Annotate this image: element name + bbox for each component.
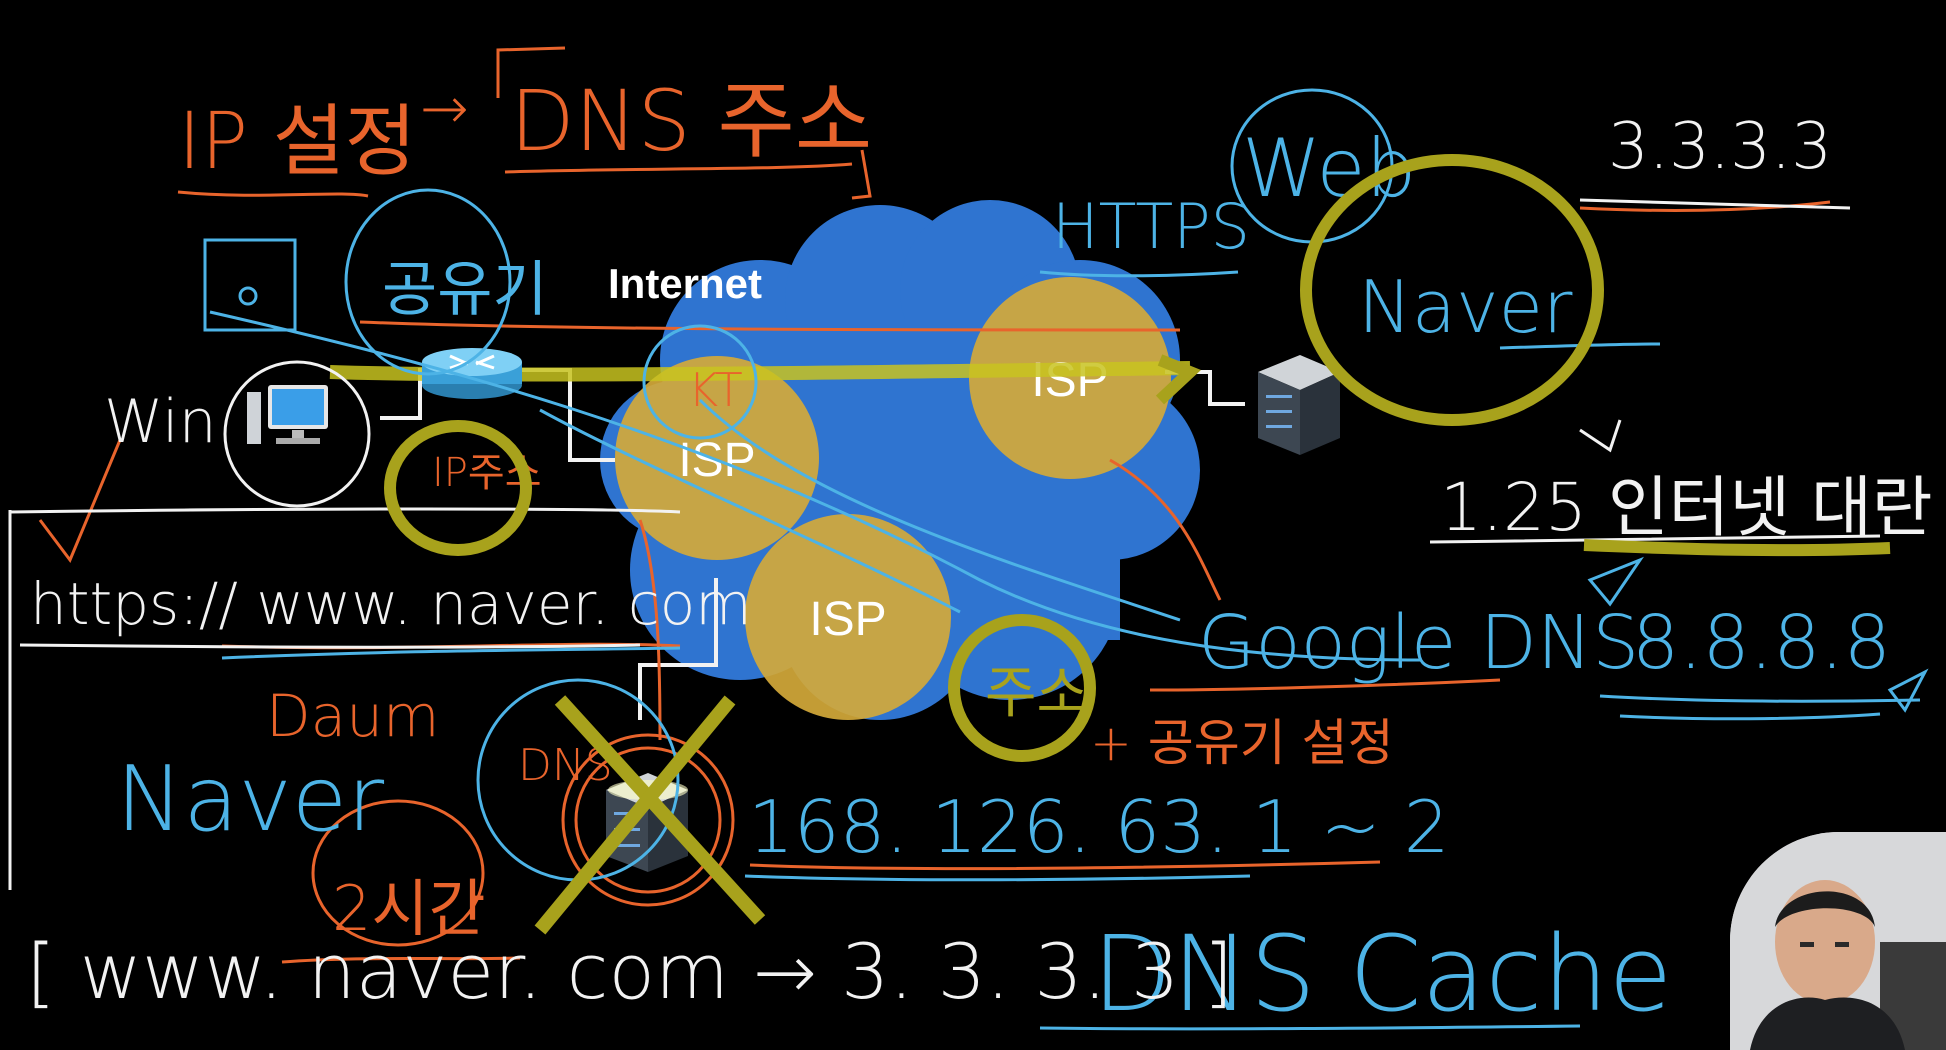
google-ip-text: 8.8.8.8 [1632,600,1891,686]
presenter-avatar [1730,832,1946,1050]
dns-address-top-text: DNS 주소 [510,72,872,170]
cache-entry-text: [ www. naver. com → 3. 3. 3. 3 ] [26,927,1233,1016]
isp-label-c: ISP [809,593,886,646]
server-ip-text: 3.3.3.3 [1608,110,1832,184]
kt-text: KT [688,363,743,417]
google-dns-text: Google DNS [1198,600,1639,686]
dns-cache-text: DNS Cache [1092,913,1672,1035]
kt-dns-ip-text: 168. 126. 63. 1 ~ 2 [748,785,1450,869]
naver-left-text: Naver [116,747,384,852]
orange-annotations: IP 설정 → DNS 주소 IP주소 KT Daum DNS + 공유기 설정… [178,72,1394,945]
naver-server-text: Naver [1358,265,1573,349]
free-repeater-text: + 공유기 설정 [1090,714,1394,772]
white-annotations: Win https:// www. naver. com 3.3.3.3 1.2… [26,110,1933,1016]
twenty-k-text: 2시간 [332,872,486,945]
presenter-webcam [1730,832,1946,1050]
isp-node-b: ISP [969,277,1171,479]
https-text: HTTPS [1052,190,1250,263]
url-text: https:// www. naver. com [30,570,752,638]
internet-big-text: 1.25 인터넷 대란 [1440,469,1933,546]
win-text: Win [104,387,217,457]
addr-circle-text: 주소 [985,661,1088,726]
router-icon [422,348,522,399]
isp-label-b: ISP [1031,354,1108,407]
white-strokes [8,198,1881,890]
repeater-text: 공유기 [382,255,548,325]
blue-strokes [203,88,1929,1031]
server-icon [1258,355,1340,455]
arrow-text: → [420,74,469,142]
isp-node-c: ISP [745,514,951,720]
ip-setting-text: IP 설정 [178,97,416,187]
internet-label: Internet [608,260,762,307]
desktop-computer-icon [223,360,371,508]
olive-strokes [384,154,1891,935]
daum-text: Daum [266,682,439,750]
